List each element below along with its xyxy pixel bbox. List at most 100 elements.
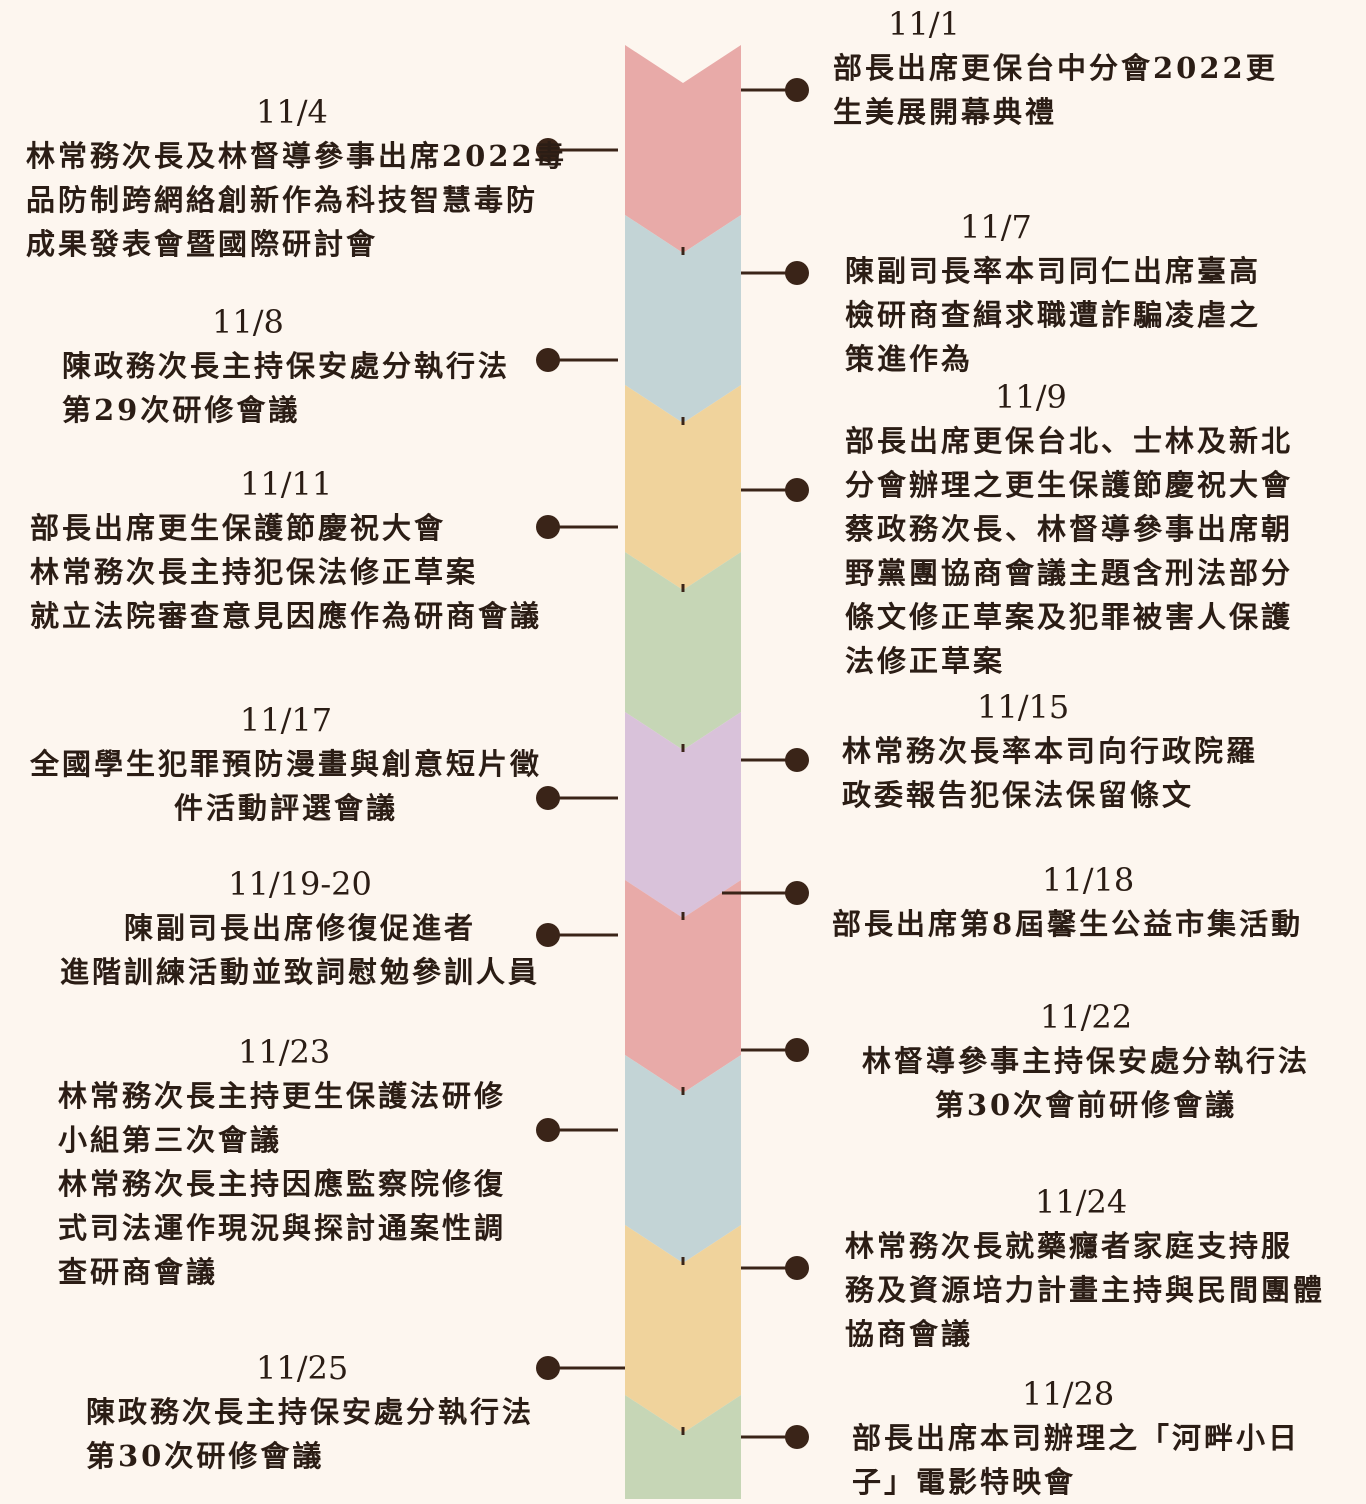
event-date: 11/4 [256,93,328,131]
connector-dot [536,1356,560,1380]
joint-tick [681,584,685,592]
connector-dot [785,1038,809,1062]
event-date: 11/25 [256,1349,349,1387]
chevron-segment [625,1055,741,1263]
joint-tick [681,1087,685,1095]
event-date: 11/28 [1022,1375,1115,1413]
event-text-line: 協商會議 [845,1317,974,1351]
event-text-line: 部長出席更保台中分會2022更 [833,51,1278,85]
event-text-line: 陳副司長率本司同仁出席臺高 [845,254,1262,288]
chevron-segment [625,385,741,590]
event-date: 11/8 [212,303,284,341]
event-text-line: 部長出席更保台北、士林及新北 [845,424,1294,458]
connector-dot [785,881,809,905]
event-text-line: 第30次研修會議 [86,1439,325,1473]
event-text-line: 務及資源培力計畫主持與民間團體 [845,1273,1326,1307]
event-text-line: 林常務次長主持因應監察院修復 [58,1167,507,1201]
event-text-line: 第30次會前研修會議 [934,1088,1238,1122]
right-event-7: 11/28 部長出席本司辦理之「河畔小日子」電影特映會 [852,1372,1352,1504]
event-date: 11/9 [995,378,1067,416]
event-text-line: 分會辦理之更生保護節慶祝大會 [845,468,1294,502]
event-text-line: 式司法運作現況與探討通案性調 [58,1211,507,1245]
joint-tick [681,417,685,425]
connector-dot [785,78,809,102]
event-date: 11/22 [1039,998,1133,1036]
event-text-line: 林常務次長率本司向行政院羅 [842,734,1259,768]
event-text-line: 條文修正草案及犯罪被害人保護 [845,600,1294,634]
joint-tick [681,247,685,255]
right-event-5: 11/22 林督導參事主持保安處分執行法第30次會前研修會議 [836,995,1336,1127]
event-text-line: 檢研商查緝求職遭詐騙凌虐之 [845,298,1262,332]
left-event-1: 11/8 陳政務次長主持保安處分執行法第29次研修會議 [62,300,542,432]
event-text-line: 林常務次長就藥癮者家庭支持服 [845,1229,1294,1263]
right-event-6: 11/24 林常務次長就藥癮者家庭支持服務及資源培力計畫主持與民間團體協商會議 [845,1180,1365,1356]
connector-dot [536,138,560,162]
event-text-line: 部長出席第8屆馨生公益市集活動 [832,907,1304,941]
event-text-line: 部長出席更生保護節慶祝大會 [30,511,447,545]
right-event-3: 11/15 林常務次長率本司向行政院羅政委報告犯保法保留條文 [842,685,1312,817]
left-event-0: 11/4 林常務次長及林督導參事出席2022毒品防制跨網絡創新作為科技智慧毒防成果… [26,90,566,266]
event-date: 11/17 [239,701,333,739]
event-date: 11/18 [1042,861,1135,899]
event-text-line: 品防制跨網絡創新作為科技智慧毒防 [26,183,539,217]
event-text-line: 成果發表會暨國際研討會 [26,227,379,261]
event-text-line: 林常務次長主持更生保護法研修 [58,1079,507,1113]
event-text-line: 子」電影特映會 [852,1465,1077,1499]
event-date: 11/24 [1035,1183,1128,1221]
chevron-segment [625,215,741,423]
chevron-segment [625,1395,741,1499]
connector-dot [536,515,560,539]
connector-dot [785,478,809,502]
event-text-line: 進階訓練活動並致詞慰勉參訓人員 [59,955,540,989]
connector-dot [536,1118,560,1142]
event-date: 11/19-20 [228,865,372,903]
chevron-segment [625,45,741,253]
event-text-line: 全國學生犯罪預防漫畫與創意短片徵 [29,747,542,781]
event-text-line: 林常務次長主持犯保法修正草案 [30,555,479,589]
event-text-line: 政委報告犯保法保留條文 [842,778,1195,812]
joint-tick [681,912,685,920]
event-text-line: 部長出席本司辦理之「河畔小日 [852,1421,1301,1455]
event-date: 11/1 [888,5,960,43]
connector-dot [785,748,809,772]
event-text-line: 就立法院審查意見因應作為研商會議 [30,599,543,633]
chevron-segment [625,1225,741,1433]
event-text-line: 小組第三次會議 [58,1123,283,1157]
right-event-4: 11/18 部長出席第8屆馨生公益市集活動 [832,858,1352,946]
event-text-line: 件活動評選會議 [173,791,398,825]
connector-dot [785,1256,809,1280]
event-text-line: 策進作為 [845,342,974,376]
connector-dot [536,923,560,947]
connector-dot [785,261,809,285]
event-text-line: 陳副司長出席修復促進者 [123,911,476,945]
event-text-line: 查研商會議 [58,1255,219,1289]
right-event-2: 11/9 部長出席更保台北、士林及新北分會辦理之更生保護節慶祝大會蔡政務次長、林督… [845,375,1345,683]
event-text-line: 法修正草案 [845,644,1006,678]
joint-tick [681,1427,685,1435]
connector-dot [785,1425,809,1449]
event-text-line: 野黨團協商會議主題含刑法部分 [845,556,1294,590]
event-text-line: 蔡政務次長、林督導參事出席朝 [845,512,1294,546]
left-event-3: 11/17 全國學生犯罪預防漫畫與創意短片徵件活動評選會議 [6,698,566,830]
connector-dot [536,786,560,810]
event-date: 11/23 [238,1033,331,1071]
left-event-6: 11/25 陳政務次長主持保安處分執行法第30次研修會議 [86,1346,586,1478]
left-event-5: 11/23 林常務次長主持更生保護法研修小組第三次會議林常務次長主持因應監察院修復… [58,1030,558,1294]
event-text-line: 陳政務次長主持保安處分執行法 [62,349,511,383]
event-text-line: 陳政務次長主持保安處分執行法 [86,1395,535,1429]
chevron-segment [625,712,741,918]
chevron-segment [625,552,741,750]
joint-tick [681,744,685,752]
event-text-line: 生美展開幕典禮 [833,95,1058,129]
event-date: 11/11 [240,465,333,503]
chevron-segment [625,880,741,1093]
event-date: 11/15 [977,688,1070,726]
left-event-2: 11/11 部長出席更生保護節慶祝大會林常務次長主持犯保法修正草案就立法院審查意見… [30,462,570,638]
event-text-line: 林督導參事主持保安處分執行法 [861,1044,1310,1078]
event-text-line: 林常務次長及林督導參事出席2022毒 [26,139,567,173]
joint-tick [681,1257,685,1265]
event-text-line: 第29次研修會議 [62,393,301,427]
